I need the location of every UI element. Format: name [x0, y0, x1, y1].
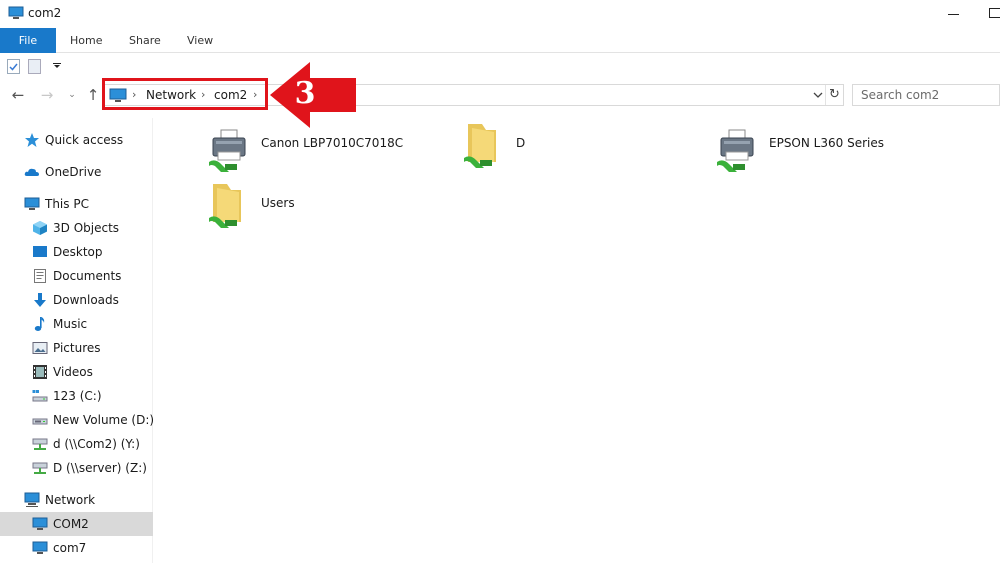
- search-box[interactable]: [852, 84, 1000, 106]
- minimize-button[interactable]: [946, 4, 962, 20]
- breadcrumb-chevron-icon[interactable]: ›: [201, 88, 206, 101]
- breadcrumb-chevron-icon[interactable]: ›: [253, 88, 258, 101]
- title-bar: com2: [0, 0, 1000, 28]
- sidebar-item-network[interactable]: Network: [0, 488, 153, 512]
- red-arrow-icon: [270, 62, 356, 128]
- sidebar-item-videos[interactable]: Videos: [0, 360, 153, 384]
- list-item-users-folder[interactable]: Users: [207, 182, 327, 238]
- star-icon: [25, 133, 39, 147]
- sidebar-item-com2[interactable]: COM2: [0, 512, 153, 536]
- sidebar-item-quick-access[interactable]: Quick access: [0, 128, 153, 152]
- back-arrow-icon[interactable]: ←: [11, 86, 25, 104]
- search-input[interactable]: [853, 85, 993, 105]
- maximize-button[interactable]: [989, 8, 1000, 18]
- sidebar-item-label: 3D Objects: [53, 221, 120, 235]
- window-title: com2: [28, 6, 62, 20]
- tab-home[interactable]: Home: [70, 34, 103, 47]
- tab-file[interactable]: File: [0, 28, 56, 53]
- list-item-epson-printer[interactable]: EPSON L360 Series: [715, 128, 915, 184]
- ribbon-tabs: File Home Share View: [0, 28, 1000, 53]
- sidebar-item-label: This PC: [45, 197, 89, 211]
- sidebar-item-label: d (\\Com2) (Y:): [53, 437, 140, 451]
- tab-share[interactable]: Share: [129, 34, 161, 47]
- drive-icon: [32, 418, 48, 425]
- video-icon: [33, 365, 47, 379]
- sidebar-item-network-drive-y[interactable]: d (\\Com2) (Y:): [0, 432, 153, 456]
- sidebar-item-downloads[interactable]: Downloads: [0, 288, 153, 312]
- cloud-icon: [24, 168, 39, 176]
- sidebar-item-label: Desktop: [53, 245, 103, 259]
- item-name: D: [516, 136, 526, 150]
- pictures-icon: [32, 342, 48, 354]
- computer-icon: [24, 197, 40, 210]
- document-icon: [34, 269, 46, 283]
- item-name: Canon LBP7010C7018C: [261, 136, 404, 150]
- cube-icon: [33, 221, 47, 235]
- computer-icon: [32, 517, 48, 530]
- shared-printer-icon: [209, 129, 246, 172]
- drive-icon: [32, 390, 48, 402]
- up-arrow-icon[interactable]: ↑: [86, 86, 100, 104]
- sidebar-item-pictures[interactable]: Pictures: [0, 336, 153, 360]
- download-icon: [34, 293, 46, 307]
- tab-view[interactable]: View: [187, 34, 214, 47]
- properties-icon[interactable]: [7, 59, 20, 74]
- sidebar-item-label: COM2: [53, 517, 89, 531]
- music-icon: [34, 317, 45, 331]
- recent-locations-chevron-icon[interactable]: ⌄: [68, 90, 76, 100]
- sidebar-item-label: D (\\server) (Z:): [53, 461, 147, 475]
- shared-printer-icon: [717, 129, 754, 172]
- sidebar-item-label: Pictures: [53, 341, 101, 355]
- sidebar-item-label: Videos: [53, 365, 93, 379]
- navigation-pane: Quick access OneDrive This PC 3D Objects…: [0, 118, 155, 563]
- sidebar-item-label: Quick access: [45, 133, 124, 147]
- sidebar-item-label: com7: [53, 541, 87, 555]
- desktop-icon: [33, 246, 47, 257]
- address-bar[interactable]: › Network › com2 › ↻: [104, 84, 844, 106]
- breadcrumb-com2[interactable]: com2: [214, 88, 248, 102]
- sidebar-item-music[interactable]: Music: [0, 312, 153, 336]
- shared-folder-icon: [209, 184, 241, 228]
- sidebar-item-network-drive-z[interactable]: D (\\server) (Z:): [0, 456, 153, 480]
- computer-icon: [8, 6, 24, 19]
- sidebar-item-drive-d[interactable]: New Volume (D:): [0, 408, 155, 432]
- list-item-d-folder[interactable]: D: [462, 122, 582, 178]
- refresh-icon[interactable]: ↻: [825, 85, 843, 105]
- network-drive-icon: [32, 438, 48, 450]
- sidebar-item-label: 123 (C:): [53, 389, 102, 403]
- sidebar-item-label: Music: [53, 317, 88, 331]
- sidebar-item-drive-c[interactable]: 123 (C:): [0, 384, 153, 408]
- sidebar-item-this-pc[interactable]: This PC: [0, 192, 153, 216]
- sidebar-item-documents[interactable]: Documents: [0, 264, 153, 288]
- list-item-canon-printer[interactable]: Canon LBP7010C7018C: [207, 128, 427, 184]
- computer-icon: [109, 88, 127, 102]
- network-icon: [24, 492, 40, 507]
- sidebar-item-com7[interactable]: com7: [0, 536, 153, 560]
- new-folder-icon[interactable]: [28, 59, 41, 74]
- sidebar-item-3d-objects[interactable]: 3D Objects: [0, 216, 153, 240]
- breadcrumb-network[interactable]: Network: [146, 88, 197, 102]
- address-dropdown-icon[interactable]: [811, 87, 825, 103]
- network-drive-icon: [32, 462, 48, 474]
- computer-icon: [32, 541, 48, 554]
- navigation-bar: ← → ⌄ ↑ › Network › com2 › ↻: [0, 80, 1000, 110]
- sidebar-item-label: Documents: [53, 269, 122, 283]
- sidebar-item-label: Network: [45, 493, 96, 507]
- address-highlight-box: [102, 78, 268, 110]
- shared-folder-icon: [464, 124, 496, 168]
- item-name: EPSON L360 Series: [769, 136, 884, 150]
- item-name: Users: [261, 196, 295, 210]
- sidebar-item-desktop[interactable]: Desktop: [0, 240, 153, 264]
- breadcrumb-chevron-icon[interactable]: ›: [132, 88, 137, 101]
- customize-toolbar-icon[interactable]: [53, 63, 61, 69]
- file-list: Canon LBP7010C7018C D EPSON L360 Series: [154, 110, 1000, 563]
- sidebar-item-label: New Volume (D:): [53, 413, 155, 427]
- forward-arrow-icon[interactable]: →: [40, 86, 54, 104]
- sidebar-item-onedrive[interactable]: OneDrive: [0, 160, 153, 184]
- sidebar-item-label: Downloads: [53, 293, 119, 307]
- sidebar-item-label: OneDrive: [45, 165, 102, 179]
- quick-access-toolbar: [0, 54, 1000, 78]
- step-number-label: 3: [294, 76, 316, 111]
